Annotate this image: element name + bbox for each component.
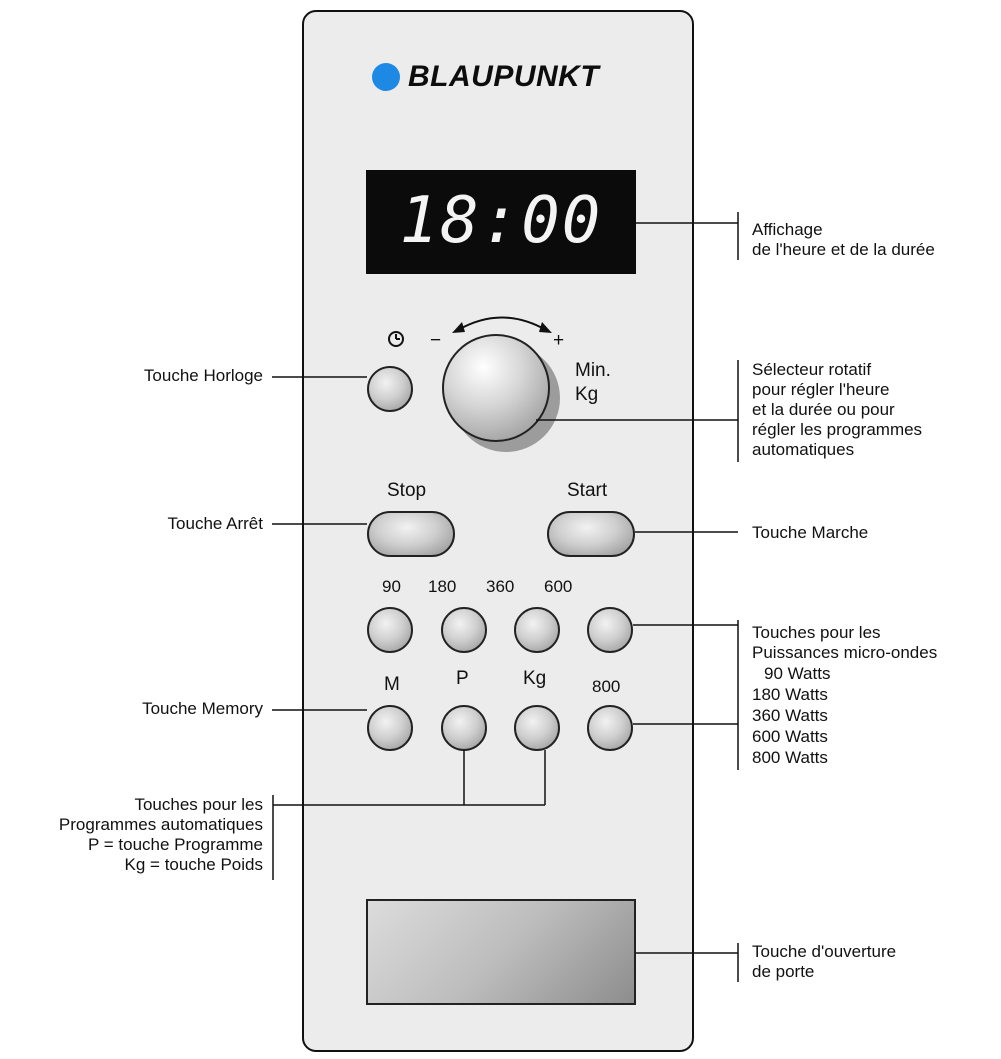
annotation-puissances-7: 800 Watts <box>752 748 828 767</box>
stop-label: Stop <box>387 480 427 501</box>
power-360-button[interactable] <box>514 607 560 653</box>
annotation-porte-2: de porte <box>752 962 815 981</box>
knob-kg-label: Kg <box>575 384 599 405</box>
start-label: Start <box>567 480 608 501</box>
power-180-button[interactable] <box>441 607 487 653</box>
knob-plus-label: + <box>553 330 565 351</box>
door-open-button[interactable] <box>366 899 636 1005</box>
annotation-programmes-1: Touches pour les <box>134 795 263 814</box>
power-label-600: 600 <box>544 577 573 596</box>
annotation-programmes-4: Kg = touche Poids <box>124 855 263 874</box>
brand-name: BLAUPUNKT <box>408 60 600 93</box>
brand-dot-icon <box>372 63 400 91</box>
memory-label: M <box>384 674 400 695</box>
annotation-selecteur-1: Sélecteur rotatif <box>752 360 872 379</box>
annotation-puissances-4: 180 Watts <box>752 685 828 704</box>
start-button[interactable] <box>547 511 635 557</box>
brand-logo: BLAUPUNKT <box>372 60 599 94</box>
power-label-360: 360 <box>486 577 515 596</box>
annotation-selecteur-5: automatiques <box>752 440 855 459</box>
power-label-180: 180 <box>428 577 457 596</box>
clock-button[interactable] <box>367 366 413 412</box>
annotation-puissances-2: Puissances micro-ondes <box>752 643 938 662</box>
control-panel <box>302 10 694 1052</box>
stop-button[interactable] <box>367 511 455 557</box>
program-button[interactable] <box>441 705 487 751</box>
knob-minus-label: − <box>430 330 442 351</box>
program-label: P <box>456 668 469 689</box>
power-90-button[interactable] <box>367 607 413 653</box>
annotation-selecteur-2: pour régler l'heure <box>752 380 890 399</box>
annotation-selecteur-4: régler les programmes <box>752 420 923 439</box>
annotation-arret: Touche Arrêt <box>167 514 263 533</box>
power-600-button[interactable] <box>587 607 633 653</box>
weight-label: Kg <box>523 668 547 689</box>
annotation-programmes-2: Programmes automatiques <box>58 815 263 834</box>
annotation-affichage-1: Affichage <box>752 220 823 239</box>
annotation-memory: Touche Memory <box>142 699 263 718</box>
memory-button[interactable] <box>367 705 413 751</box>
weight-button[interactable] <box>514 705 560 751</box>
annotation-horloge: Touche Horloge <box>143 366 263 385</box>
power-label-800: 800 <box>592 677 621 696</box>
time-display: 18:00 <box>366 170 636 274</box>
annotation-programmes-3: P = touche Programme <box>88 835 263 854</box>
power-800-button[interactable] <box>587 705 633 751</box>
annotation-puissances-1: Touches pour les <box>752 623 881 642</box>
rotary-selector-knob[interactable] <box>442 334 550 442</box>
annotation-puissances-3: 90 Watts <box>764 664 831 683</box>
display-time: 18:00 <box>399 184 603 258</box>
annotation-puissances-5: 360 Watts <box>752 706 828 725</box>
annotation-porte-1: Touche d'ouverture <box>752 942 897 961</box>
annotation-affichage-2: de l'heure et de la durée <box>752 240 935 259</box>
annotation-marche: Touche Marche <box>752 523 869 542</box>
power-label-90: 90 <box>382 577 401 596</box>
annotation-puissances-6: 600 Watts <box>752 727 828 746</box>
knob-min-label: Min. <box>575 360 611 381</box>
annotation-selecteur-3: et la durée ou pour <box>752 400 895 419</box>
